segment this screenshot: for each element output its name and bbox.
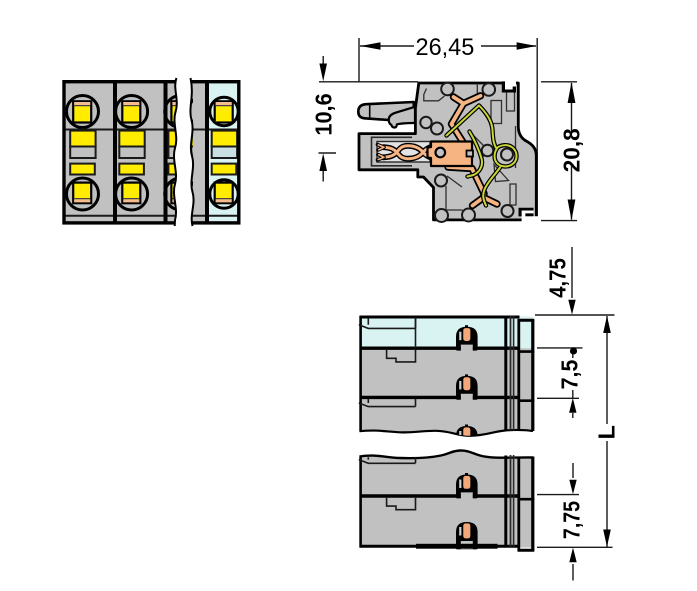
svg-text:20,8: 20,8 bbox=[559, 128, 585, 172]
svg-text:26,45: 26,45 bbox=[416, 34, 475, 61]
svg-text:L: L bbox=[594, 425, 620, 439]
svg-text:4,75: 4,75 bbox=[545, 258, 571, 298]
svg-text:7,75: 7,75 bbox=[559, 501, 585, 539]
svg-text:7,5: 7,5 bbox=[557, 360, 583, 390]
svg-text:10,6: 10,6 bbox=[311, 93, 337, 135]
